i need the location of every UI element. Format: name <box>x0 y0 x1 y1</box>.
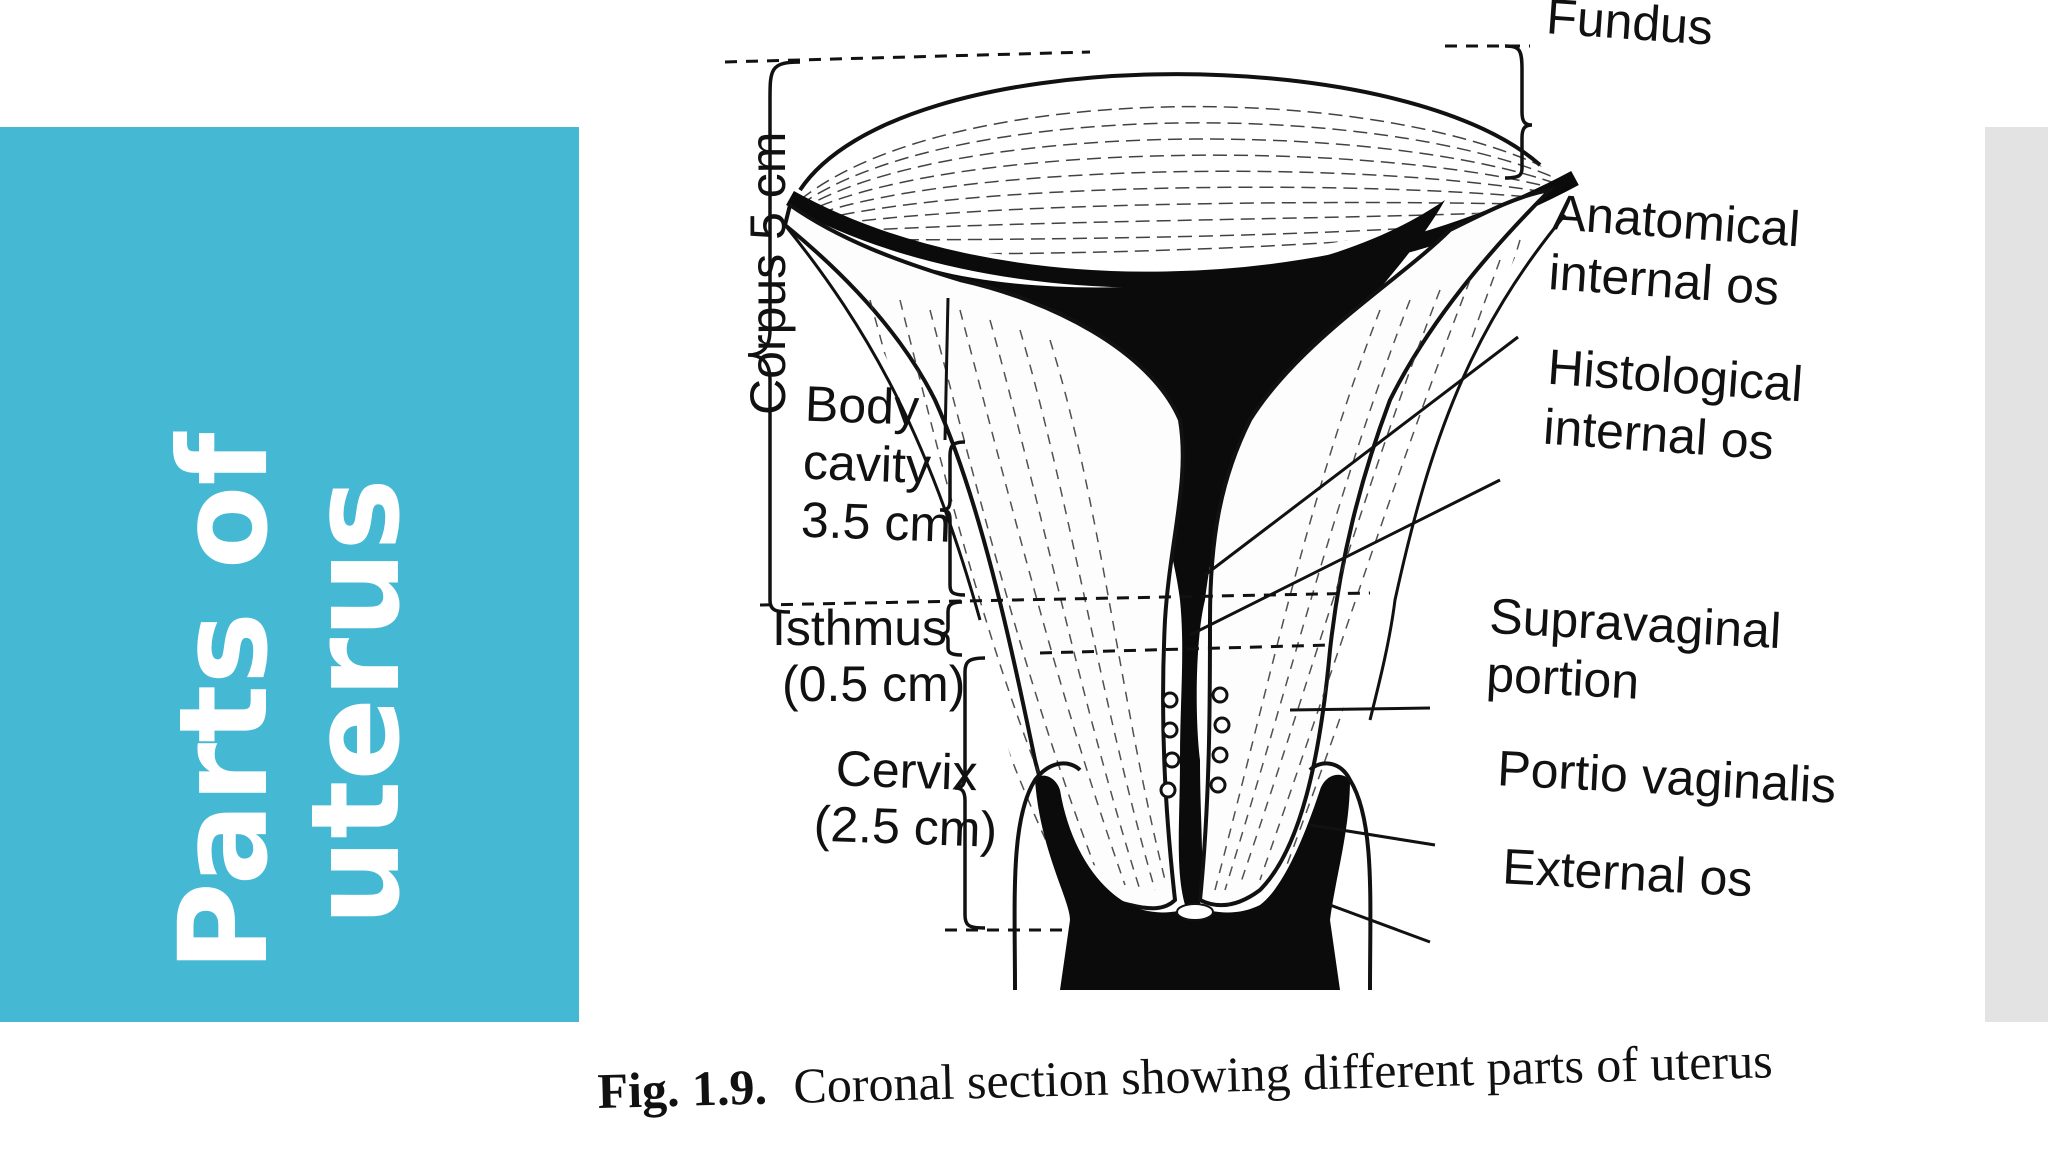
cervical-canal-crypts <box>1159 686 1231 799</box>
label-body-cavity-line-3: 3.5 cm <box>800 492 952 553</box>
label-isthmus-line-1: Isthmus <box>772 600 947 656</box>
label-supravaginal-portion: Supravaginal portion <box>1485 588 1796 718</box>
figure-caption-prefix: Fig. 1.9. <box>597 1059 768 1119</box>
label-cervix-line-1: Cervix <box>835 740 979 801</box>
label-external-os: External os <box>1501 838 1754 907</box>
leader-lines <box>943 297 1519 944</box>
brackets <box>747 44 1533 930</box>
label-body-cavity: Body cavity 3.5 cm <box>800 376 956 553</box>
label-body-cavity-line-1: Body <box>804 376 920 436</box>
label-anatomical-internal-os: Anatomical internal os <box>1547 184 1816 318</box>
label-portio-vaginalis: Portio vaginalis <box>1496 740 1838 814</box>
label-fundus: Fundus <box>1545 0 1715 56</box>
label-cervix: Cervix (2.5 cm) <box>813 740 1000 858</box>
label-histological-line-2: internal os <box>1542 399 1776 471</box>
figure-caption: Fig. 1.9. Coronal section showing differ… <box>597 1032 1773 1119</box>
label-body-cavity-line-2: cavity <box>802 434 932 494</box>
figure-caption-text: Coronal section showing different parts … <box>793 1032 1774 1114</box>
label-cervix-line-2: (2.5 cm) <box>813 796 998 858</box>
label-isthmus: Isthmus (0.5 cm) <box>772 600 965 712</box>
vaginal-fornices <box>1012 761 1373 991</box>
label-supravaginal-line-2: portion <box>1485 646 1641 710</box>
label-corpus: Corpus 5 cm <box>740 132 796 415</box>
uterine-cavity <box>935 200 1445 905</box>
title-panel: Parts of uterus <box>0 127 579 1022</box>
side-strip <box>1985 127 2048 1022</box>
label-isthmus-line-2: (0.5 cm) <box>782 656 965 712</box>
label-anatomical-line-2: internal os <box>1547 244 1781 316</box>
label-histological-internal-os: Histological internal os <box>1542 339 1819 474</box>
